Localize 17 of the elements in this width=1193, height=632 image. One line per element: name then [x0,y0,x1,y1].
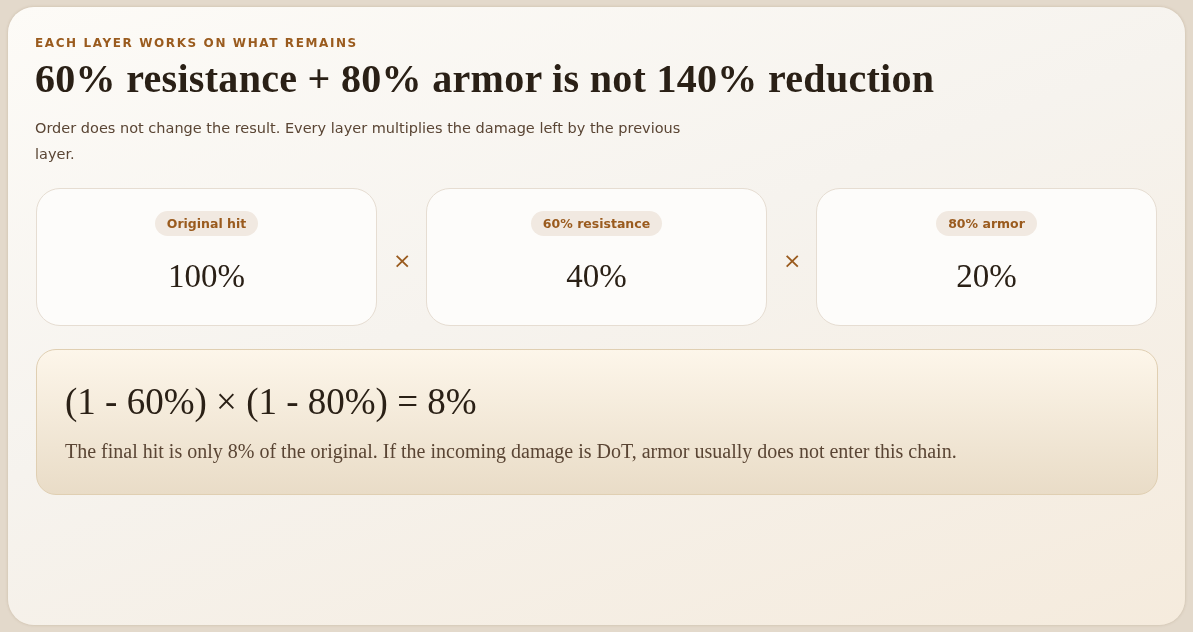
value-card [36,188,377,326]
eyebrow-text: EACH LAYER WORKS ON WHAT REMAINS [35,36,358,50]
formula-panel [36,349,1158,495]
value-card [816,188,1157,326]
explanation-text: The final hit is only 8% of the original. If the incoming damage is DoT, armor usually does not enter this chain. [65,440,957,463]
multiply-sign: × [393,250,412,272]
percent-value: 20% [956,258,1017,295]
percent-value: 40% [566,258,627,295]
title-heading: 60% resistance + 80% armor is not 140% reduction [35,55,935,102]
layer-tag: Original hit [154,211,259,236]
multiply-sign: × [783,250,802,272]
layer-tag: 80% armor [936,211,1037,236]
value-card [426,188,767,326]
percent-value: 100% [168,258,245,295]
layer-tag: 60% resistance [530,211,663,236]
formula-text: (1 - 60%) × (1 - 80%) = 8% [65,380,477,423]
subtitle-text: Order does not change the result. Every layer multiplies the damage left by the previous layer. [35,119,682,164]
